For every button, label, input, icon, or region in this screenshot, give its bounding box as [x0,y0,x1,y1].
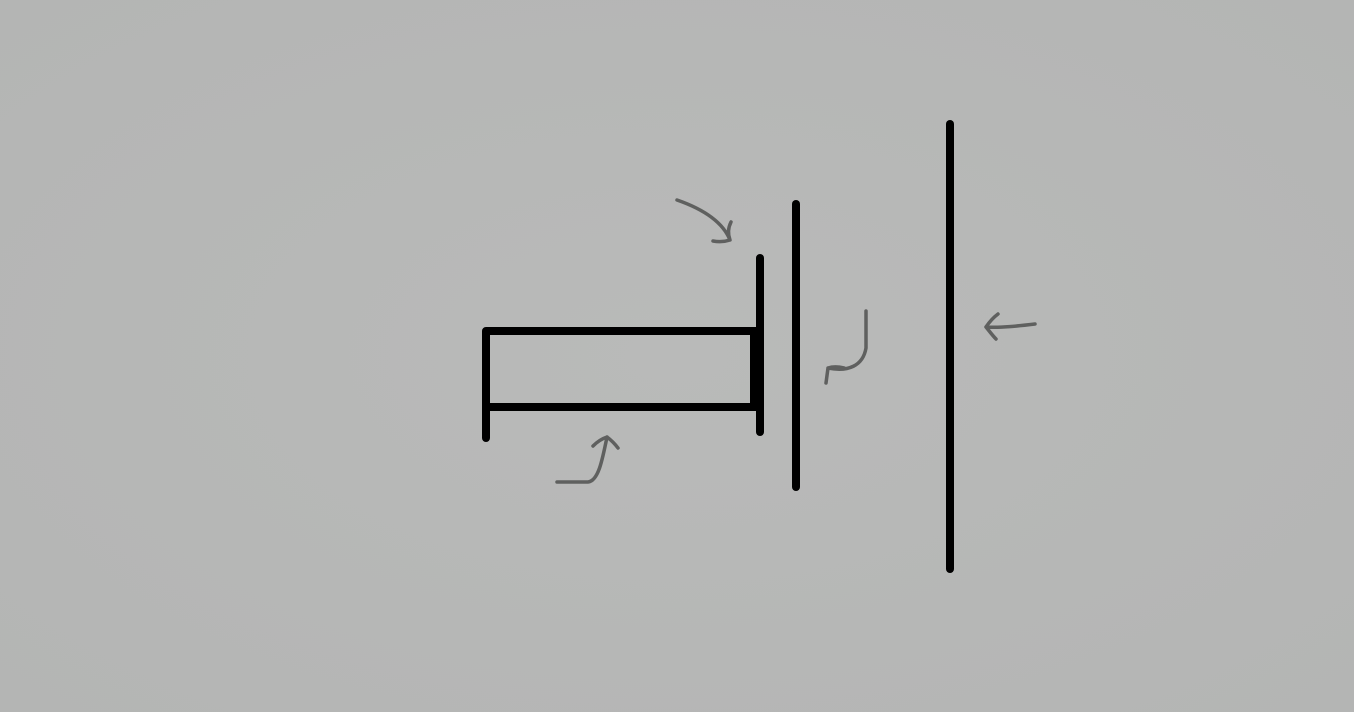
arrow-to-rectangle [555,435,620,484]
arrow-to-middle-plate [824,309,868,385]
open-rectangle [482,327,762,442]
arrows-group [555,198,1037,484]
arrow-to-short-plate [675,198,733,244]
arrow-to-tall-plate [984,312,1037,341]
